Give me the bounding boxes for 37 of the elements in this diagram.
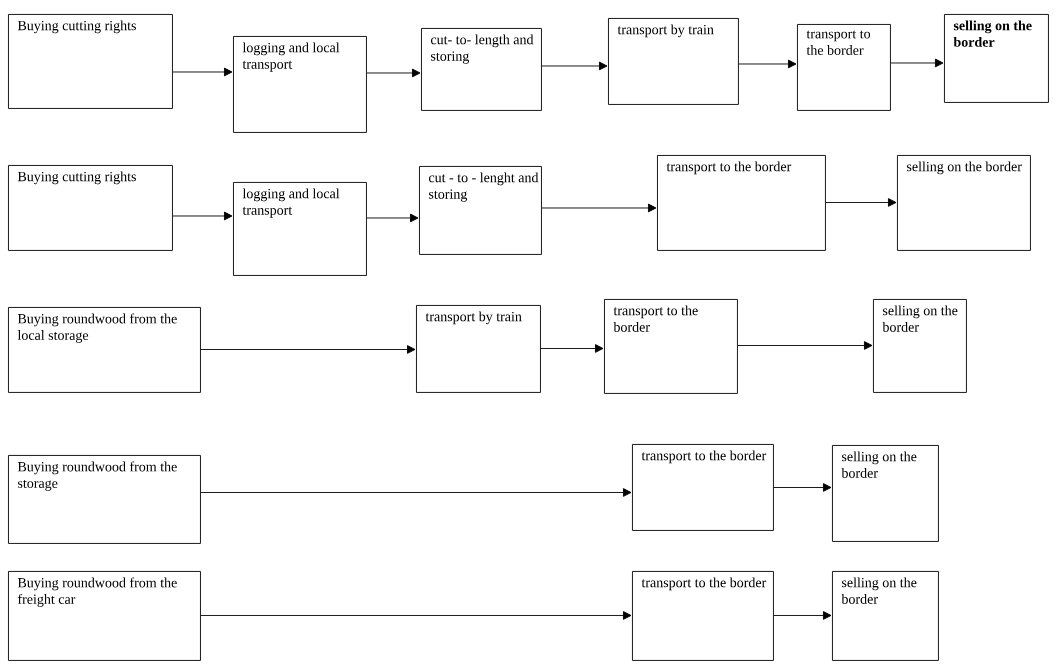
arrow xyxy=(366,68,421,78)
process-box: logging and local transport xyxy=(233,36,367,133)
process-box: transport to the border xyxy=(632,570,774,661)
process-box: transport to the border xyxy=(657,155,826,251)
process-box: Buying cutting rights xyxy=(8,165,173,251)
process-box: selling on the border xyxy=(944,14,1049,103)
process-box: transport by train xyxy=(608,18,739,105)
process-box: transport by train xyxy=(416,305,541,393)
arrow xyxy=(773,483,832,492)
process-box: selling on the border xyxy=(832,570,939,661)
process-box: Buying roundwood from the local storage xyxy=(8,307,201,393)
process-box: selling on the border xyxy=(897,155,1031,251)
process-box: selling on the border xyxy=(873,299,967,393)
arrow xyxy=(825,198,897,207)
process-box: cut - to - lenght and storing xyxy=(419,166,542,255)
arrow xyxy=(172,211,233,221)
process-box: logging and local transport xyxy=(233,182,367,276)
arrow xyxy=(738,59,797,69)
arrow xyxy=(540,344,604,353)
arrow xyxy=(172,67,233,77)
process-box: Buying roundwood from the storage xyxy=(8,455,201,544)
arrow xyxy=(200,611,632,620)
arrow xyxy=(541,203,657,213)
arrow xyxy=(200,488,632,497)
process-box: cut- to- length and storing xyxy=(421,28,542,111)
arrow xyxy=(890,58,944,68)
process-box: transport to the border xyxy=(604,299,738,394)
process-box: Buying roundwood from the freight car xyxy=(8,570,201,661)
process-box: transport to the border xyxy=(632,444,774,531)
process-box: selling on the border xyxy=(832,445,939,542)
arrow xyxy=(773,611,832,620)
arrow xyxy=(200,345,416,354)
arrow xyxy=(366,213,419,223)
process-box: transport to the border xyxy=(797,24,891,111)
arrow xyxy=(737,341,873,350)
arrow xyxy=(541,61,608,71)
process-box: Buying cutting rights xyxy=(8,14,173,109)
